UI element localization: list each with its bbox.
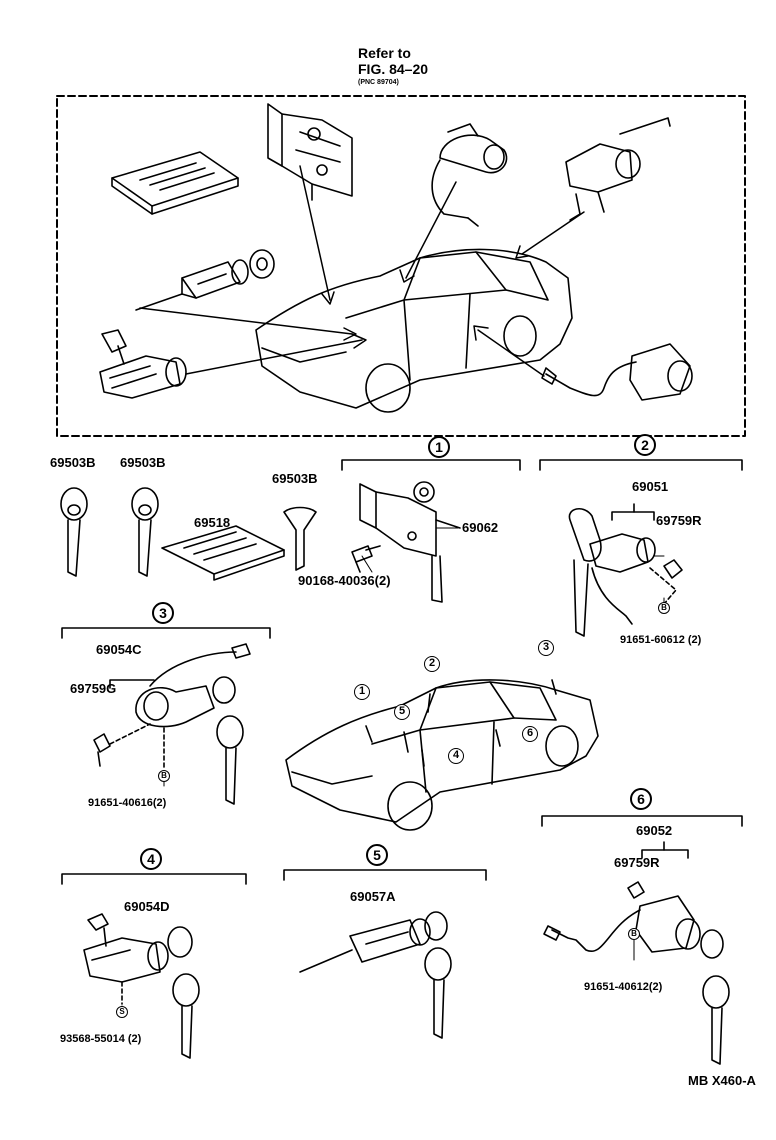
hood-lock-69062 [351,481,461,603]
rear-door-lock-illustration [541,343,693,401]
section-4-number: 4 [140,848,162,870]
key-69503B-a [60,487,88,577]
section-5-number: 5 [366,844,388,866]
part-label-69051: 69051 [632,479,669,494]
door-lock-69051 [568,503,683,637]
part-label-69759R-a: 69759R [656,513,702,528]
section-3-bracket [61,627,271,639]
section-5-bracket [283,869,487,881]
section-4-bracket [61,873,247,885]
part-label-69054D: 69054D [124,899,170,914]
bolt-mark-b-section-6: B [628,928,640,940]
figure-code-label: MB X460-A [688,1073,756,1088]
section-2-number: 2 [634,434,656,456]
part-label-69503B-c: 69503B [272,471,318,486]
part-label-69062: 69062 [462,520,499,535]
part-label-69057A: 69057A [350,889,396,904]
refer-pnc-label: (PNC 89704) [358,79,399,86]
car-location-5: 5 [394,704,410,720]
ignition-cylinder-69054D [83,913,200,1059]
door-lock-cylinder-illustration [431,123,508,227]
part-label-69503B-a: 69503B [50,455,96,470]
car-illustration-middle [285,679,599,831]
part-label-91651-60612: 91651-60612 (2) [620,634,702,646]
pointer-arrows-top [139,165,585,377]
part-label-91651-40612: 91651-40612(2) [584,981,663,993]
reference-dashed-box [56,95,746,437]
key-blank-69503B-c [283,506,317,571]
part-label-69759G: 69759G [70,681,117,696]
door-lock-69052 [543,841,730,1065]
part-label-69503B-b: 69503B [120,455,166,470]
hood-lock-bracket-illustration [267,103,353,201]
key-69503B-b [131,487,159,577]
section-1-number: 1 [428,436,450,458]
part-label-69518: 69518 [194,515,231,530]
car-illustration-top [255,248,573,413]
bolt-mark-s-section-4: S [116,1006,128,1018]
section-2-bracket [539,459,743,471]
key-tray-illustration [111,151,239,215]
part-label-69759R-b: 69759R [614,855,660,870]
door-cylinder-assembly-illustration [99,329,187,399]
section-6-bracket [541,815,743,827]
car-location-3: 3 [538,640,554,656]
section-3-number: 3 [152,602,174,624]
car-location-6: 6 [522,726,538,742]
part-label-69052: 69052 [636,823,673,838]
car-location-2: 2 [424,656,440,672]
part-label-69054C: 69054C [96,642,142,657]
section-6-number: 6 [630,788,652,810]
car-location-1: 1 [354,684,370,700]
trunk-lock-illustration [565,117,671,221]
door-lock-69054C [93,643,251,805]
part-label-90168-40036: 90168-40036(2) [298,573,391,588]
part-label-91651-40616: 91651-40616(2) [88,797,167,809]
car-location-4: 4 [448,748,464,764]
section-1-bracket [341,459,521,471]
key-tray-69518 [161,525,285,581]
part-label-93568-55014: 93568-55014 (2) [60,1033,142,1045]
refer-to-label: Refer to [358,45,411,61]
ignition-cylinder-illustration [135,249,275,311]
refer-figure-label: FIG. 84–20 [358,61,429,77]
bolt-mark-b-section-2: B [658,602,670,614]
bolt-mark-b-section-3: B [158,770,170,782]
leader-lines [121,527,665,1015]
glove-box-lock-69057A [299,911,452,1039]
